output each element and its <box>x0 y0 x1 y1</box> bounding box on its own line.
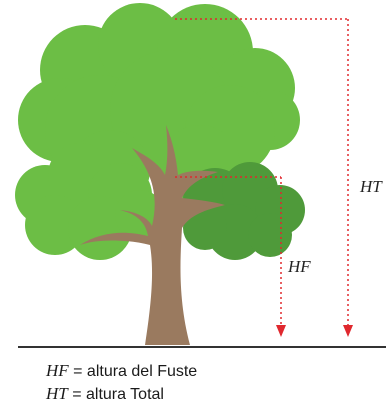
hf-label: HF <box>287 257 311 276</box>
legend-symbol: HF <box>46 361 69 380</box>
legend-text: altura del Fuste <box>86 363 198 380</box>
ht-label: HT <box>359 177 383 196</box>
ht-measurement <box>175 18 349 325</box>
legend-item-hf: HF = altura del Fuste <box>46 360 197 383</box>
hf-arrow-head <box>276 325 286 337</box>
ht-arrow-head <box>343 325 353 337</box>
tree-crown-left-cluster <box>15 143 165 260</box>
legend-equals: = <box>73 363 83 380</box>
legend-text: altura Total <box>85 386 164 403</box>
legend-symbol: HT <box>46 384 68 403</box>
tree-crown-right-cluster <box>183 162 305 260</box>
tree-trunk <box>80 125 225 345</box>
legend-item-ht: HT = altura Total <box>46 383 197 406</box>
legend: HF = altura del Fuste HT = altura Total <box>46 360 197 406</box>
legend-equals: = <box>72 386 82 403</box>
